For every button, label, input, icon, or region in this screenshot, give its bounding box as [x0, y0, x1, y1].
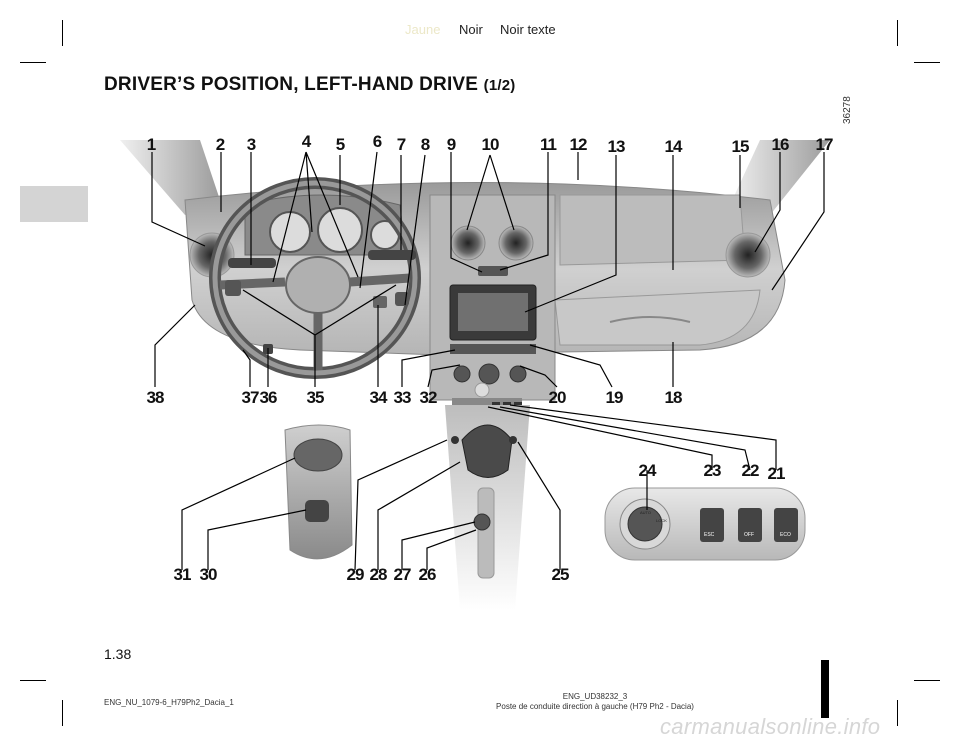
- callout-30: 30: [199, 565, 218, 584]
- page-title: DRIVER’S POSITION, LEFT-HAND DRIVE (1/2): [104, 74, 516, 96]
- callout-20: 20: [548, 388, 567, 407]
- page-edge-marker: [821, 660, 829, 718]
- crop-mark: [62, 20, 63, 46]
- callout-10: 10: [481, 135, 500, 154]
- callout-16: 16: [771, 135, 790, 154]
- callout-7: 7: [396, 135, 407, 154]
- callout-6: 6: [372, 132, 383, 151]
- callout-18: 18: [664, 388, 683, 407]
- footer-right-line2: Poste de conduite direction à gauche (H7…: [496, 702, 694, 711]
- switch-label-lock: LOCK: [656, 518, 667, 523]
- callout-33: 33: [393, 388, 412, 407]
- callout-35: 35: [306, 388, 325, 407]
- crop-mark: [897, 700, 898, 726]
- callout-36: 36: [259, 388, 278, 407]
- callout-8: 8: [420, 135, 431, 154]
- callout-1: 1: [146, 135, 157, 154]
- callout-5: 5: [335, 135, 346, 154]
- callout-13: 13: [607, 137, 626, 156]
- right-vent: [725, 232, 771, 278]
- callout-37: 37: [241, 388, 260, 407]
- callout-15: 15: [731, 137, 750, 156]
- crop-mark: [897, 20, 898, 46]
- proof-color-noir-texte: Noir texte: [500, 22, 556, 37]
- crop-mark: [914, 680, 940, 681]
- callout-4: 4: [301, 132, 312, 151]
- callout-29: 29: [346, 565, 365, 584]
- callout-9: 9: [446, 135, 457, 154]
- proof-color-jaune: Jaune: [405, 22, 441, 37]
- callout-2: 2: [215, 135, 226, 154]
- callout-19: 19: [605, 388, 624, 407]
- footer-right: ENG_UD38232_3 Poste de conduite directio…: [485, 692, 705, 712]
- crop-mark: [20, 680, 46, 681]
- callout-25: 25: [551, 565, 570, 584]
- callout-3: 3: [246, 135, 257, 154]
- switch-label-auto: AUTO: [640, 510, 652, 515]
- left-pillar: [120, 140, 220, 215]
- watermark: carmanualsonline.info: [660, 714, 881, 739]
- callout-24: 24: [638, 461, 657, 480]
- crop-mark: [20, 62, 46, 63]
- callout-31: 31: [173, 565, 192, 584]
- callout-23: 23: [703, 461, 722, 480]
- footer-right-line1: ENG_UD38232_3: [562, 692, 628, 701]
- switch-label-eco: ECO: [780, 532, 791, 538]
- crop-mark: [62, 700, 63, 726]
- callout-17: 17: [815, 135, 834, 154]
- callout-14: 14: [664, 137, 683, 156]
- callout-21: 21: [767, 464, 786, 483]
- title-part: (1/2): [483, 77, 516, 94]
- title-text: DRIVER’S POSITION, LEFT-HAND DRIVE: [104, 74, 479, 95]
- switch-label-esc: ESC: [704, 532, 715, 538]
- footer-left: ENG_NU_1079-6_H79Ph2_Dacia_1: [104, 698, 234, 707]
- callout-32: 32: [419, 388, 438, 407]
- callout-11: 11: [540, 135, 557, 154]
- callout-26: 26: [418, 565, 437, 584]
- switch-label-off: OFF: [744, 532, 754, 538]
- proof-color-noir: Noir: [459, 22, 483, 37]
- callout-12: 12: [569, 135, 588, 154]
- callout-27: 27: [393, 565, 412, 584]
- chapter-tab: [20, 186, 88, 222]
- callout-34: 34: [369, 388, 388, 407]
- callout-22: 22: [741, 461, 760, 480]
- page-number: 1.38: [104, 646, 132, 662]
- callout-38: 38: [146, 388, 165, 407]
- crop-mark: [914, 62, 940, 63]
- gear-lever: [461, 424, 513, 478]
- callout-28: 28: [369, 565, 388, 584]
